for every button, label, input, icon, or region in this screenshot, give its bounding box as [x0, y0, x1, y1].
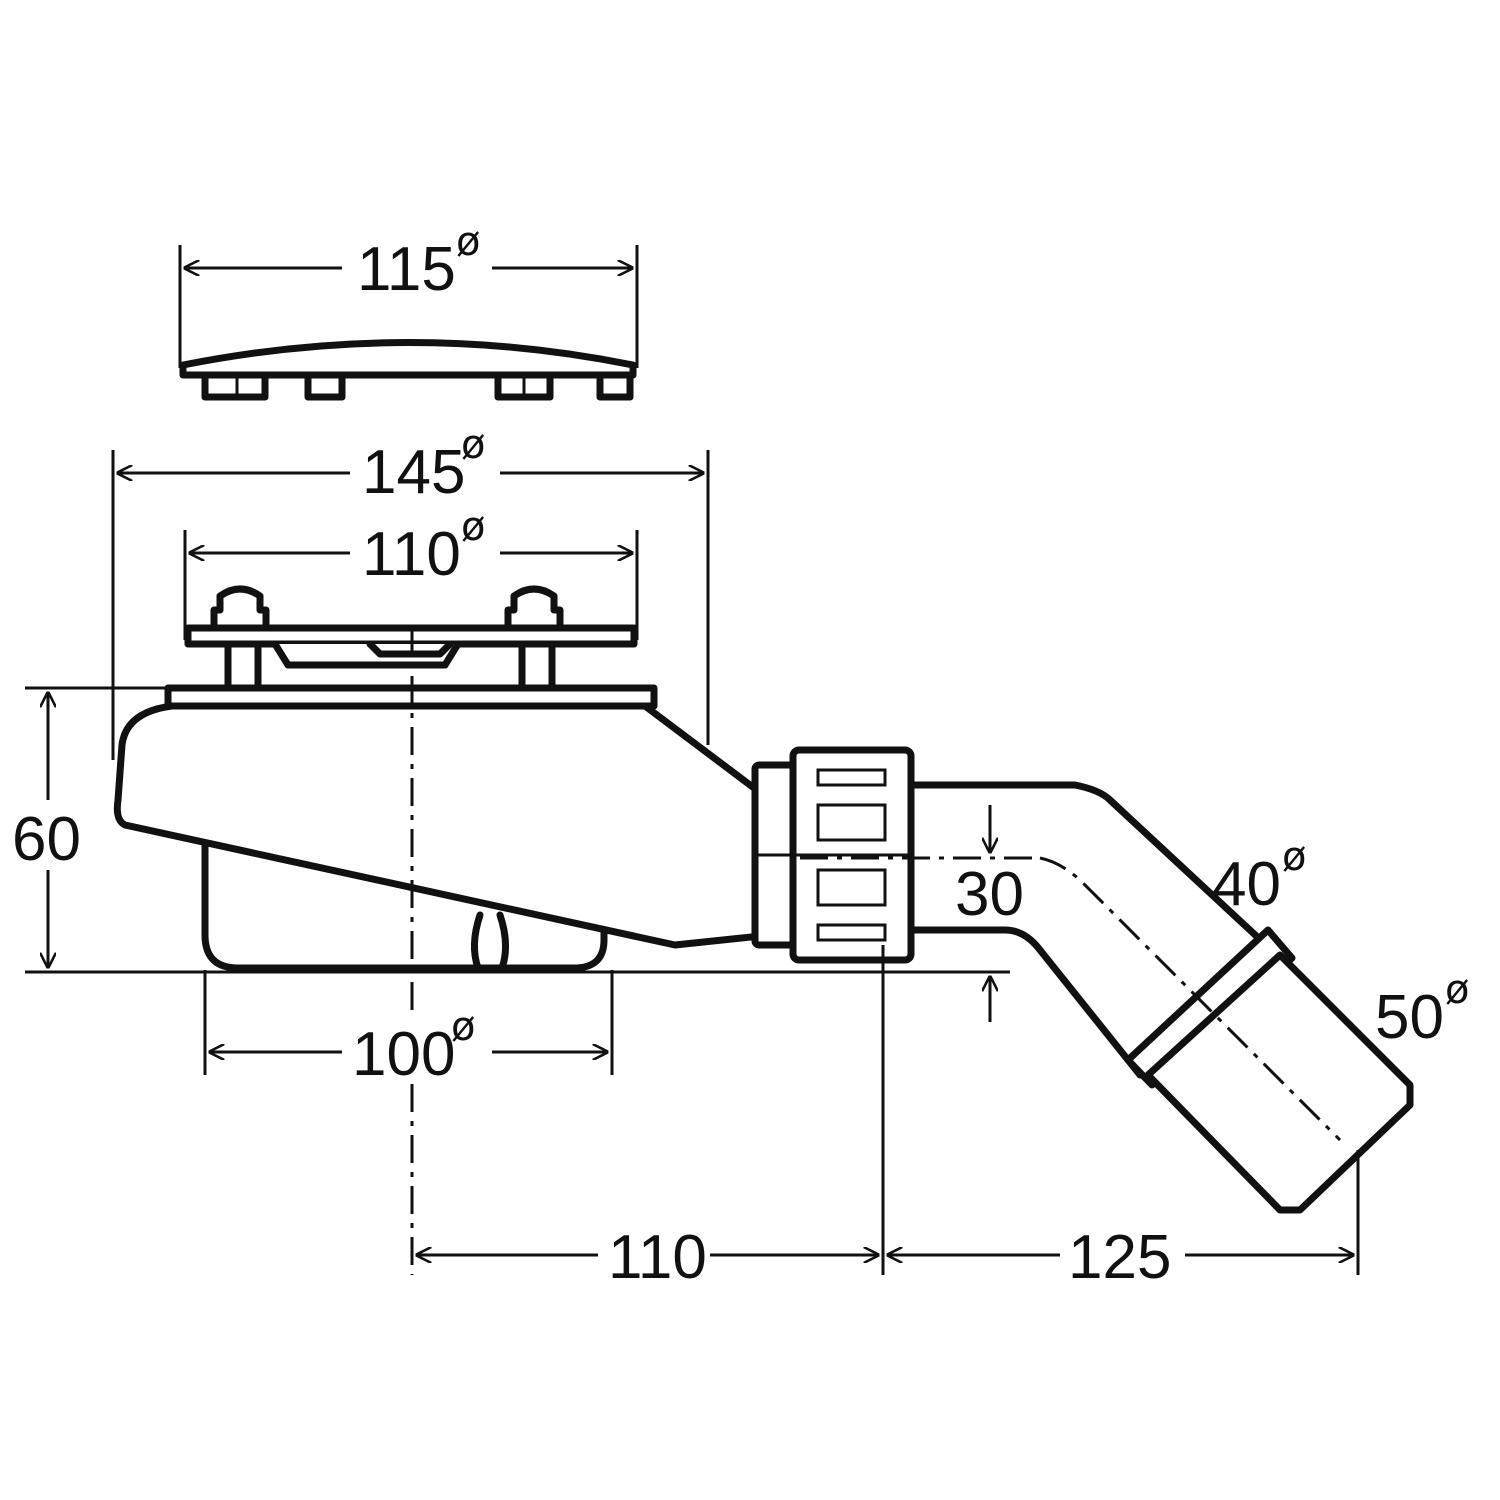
svg-text:100: 100: [352, 1020, 455, 1089]
svg-text:110: 110: [608, 1223, 707, 1292]
svg-text:60: 60: [12, 805, 81, 874]
diameter-symbol: ø: [456, 219, 480, 265]
diameter-symbol: ø: [461, 504, 485, 550]
diameter-symbol: ø: [1282, 834, 1306, 880]
dim-flange-diameter: 145 ø: [362, 422, 485, 507]
dimension-labels: 115 ø 145 ø 110 ø 60 100 ø 110 125 30 40…: [12, 219, 1469, 1292]
svg-text:40: 40: [1212, 850, 1281, 919]
outlet-pipe: [907, 781, 1414, 1214]
svg-text:125: 125: [1068, 1223, 1171, 1292]
dim-outlet-height: 30: [955, 860, 1024, 929]
dim-cover-diameter: 115 ø: [357, 219, 480, 304]
svg-text:50: 50: [1375, 983, 1444, 1052]
diameter-symbol: ø: [451, 1004, 475, 1050]
coupling-nut: [751, 746, 915, 964]
extension-lines: [25, 245, 1360, 1275]
dim-outlet-offset: 110: [608, 1223, 707, 1292]
drain-body: [113, 684, 774, 972]
cover-plate: [179, 339, 637, 401]
svg-text:110: 110: [362, 520, 461, 589]
diameter-symbol: ø: [461, 422, 485, 468]
center-lines: [410, 625, 1342, 1275]
label-masks: [8, 228, 1185, 1290]
dim-pipe-diameter-outer: 50 ø: [1375, 967, 1469, 1052]
svg-text:145: 145: [362, 438, 465, 507]
svg-text:115: 115: [357, 235, 456, 304]
dim-bolt-circle-diameter: 110 ø: [362, 504, 485, 589]
svg-text:30: 30: [955, 860, 1024, 929]
dim-base-diameter: 100 ø: [352, 1004, 475, 1089]
dim-pipe-diameter-inner: 40 ø: [1212, 834, 1306, 919]
dim-body-height: 60: [12, 805, 81, 874]
diameter-symbol: ø: [1445, 967, 1469, 1013]
dim-outlet-reach: 125: [1068, 1223, 1171, 1292]
